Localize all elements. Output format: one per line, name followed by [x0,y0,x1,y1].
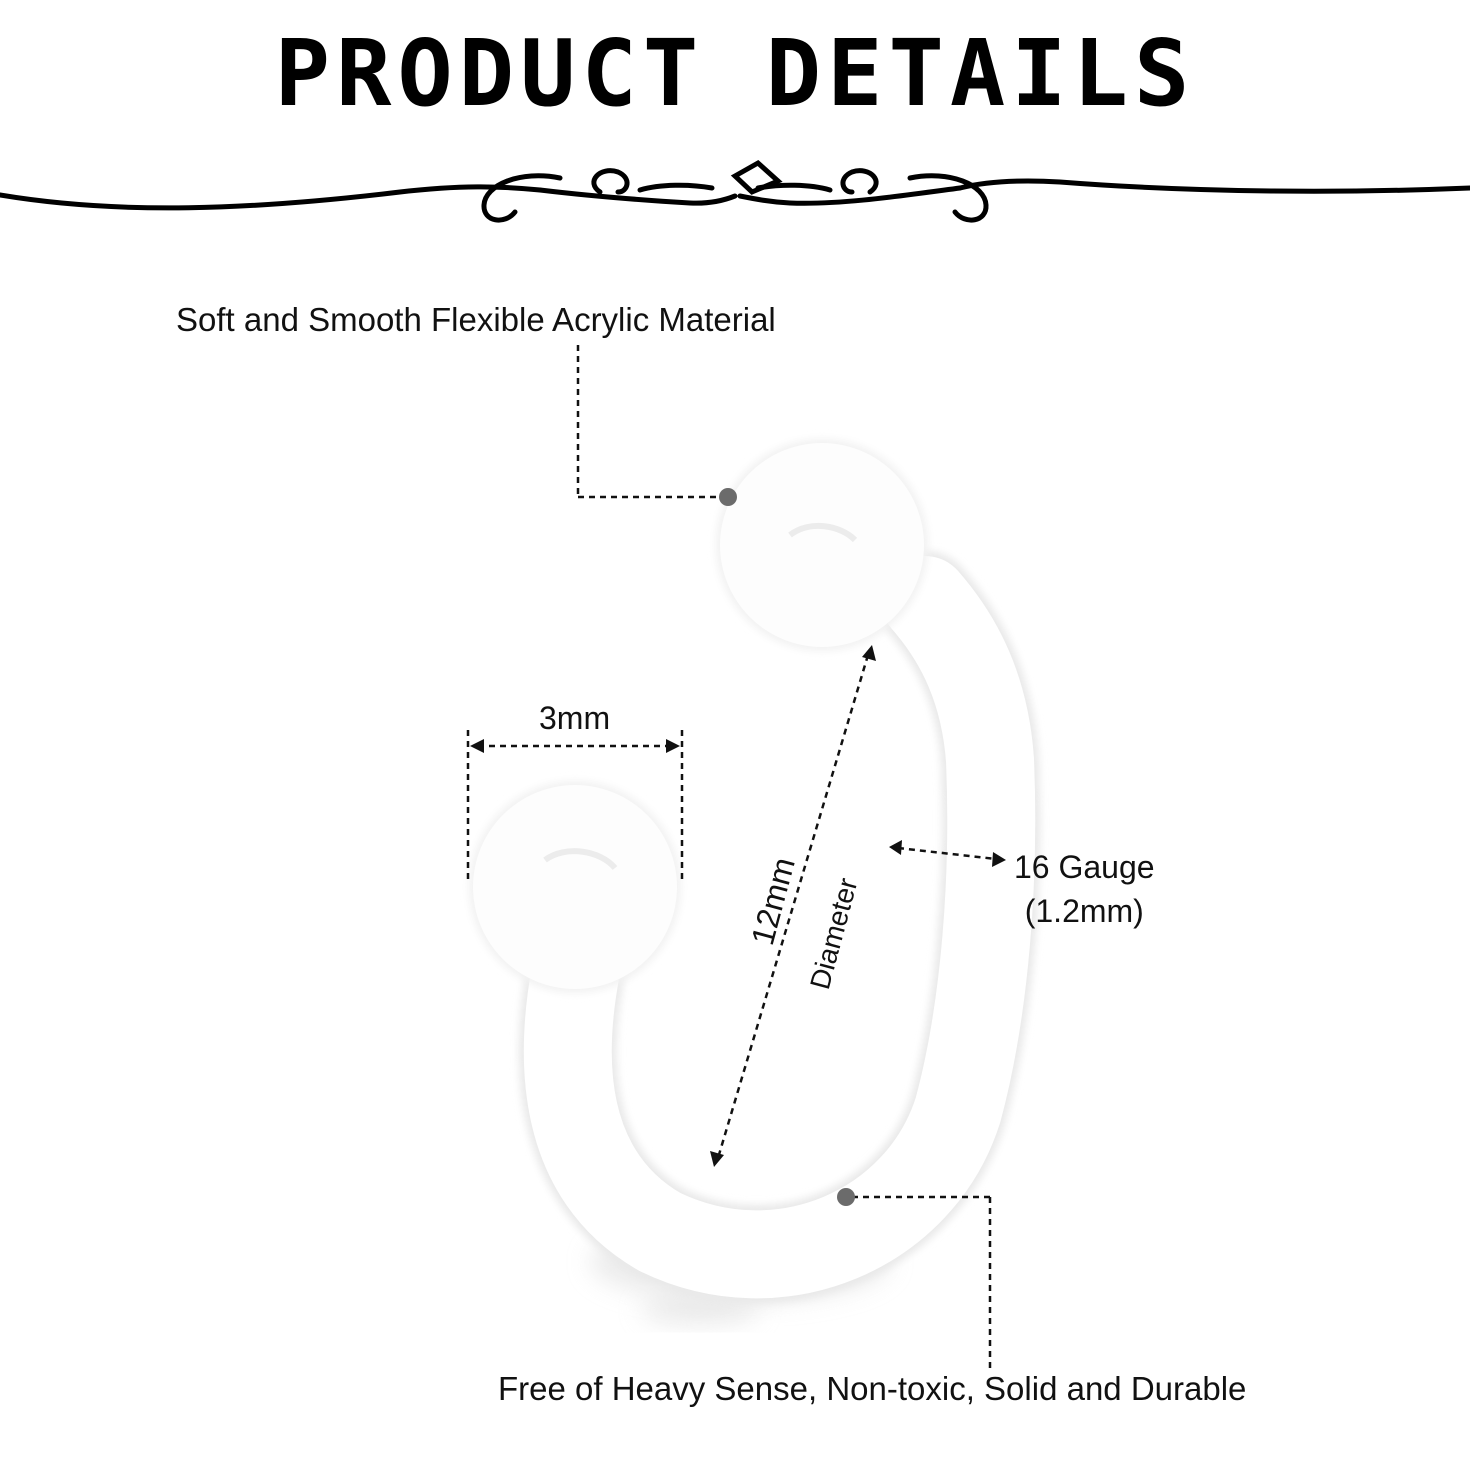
material-marker-dot [719,488,737,506]
feature-label: Free of Heavy Sense, Non-toxic, Solid an… [498,1370,1247,1407]
gauge-dimension-line [897,846,997,861]
arrow-up-icon [862,645,876,661]
material-leader-line [576,345,722,499]
gauge-label: 16 Gauge [1014,849,1155,885]
ball-size-label: 3mm [539,700,611,736]
arrow-down-icon [710,1151,724,1167]
arrow-right-icon [992,852,1006,867]
arrow-right-icon [666,739,680,753]
material-label: Soft and Smooth Flexible Acrylic Materia… [176,301,776,338]
arrow-left-icon [470,739,484,753]
gauge-callout: 16 Gauge (1.2mm) [1014,845,1155,933]
horseshoe-ring [469,439,1041,1304]
feature-marker-dot [837,1188,855,1206]
page-title: PRODUCT DETAILS [274,20,1196,127]
feature-leader-line [852,1195,992,1372]
arrow-left-icon [889,840,902,855]
ball-size-dimension [466,730,684,880]
ornament-divider [0,159,1470,223]
gauge-mm-label: (1.2mm) [1024,893,1144,929]
